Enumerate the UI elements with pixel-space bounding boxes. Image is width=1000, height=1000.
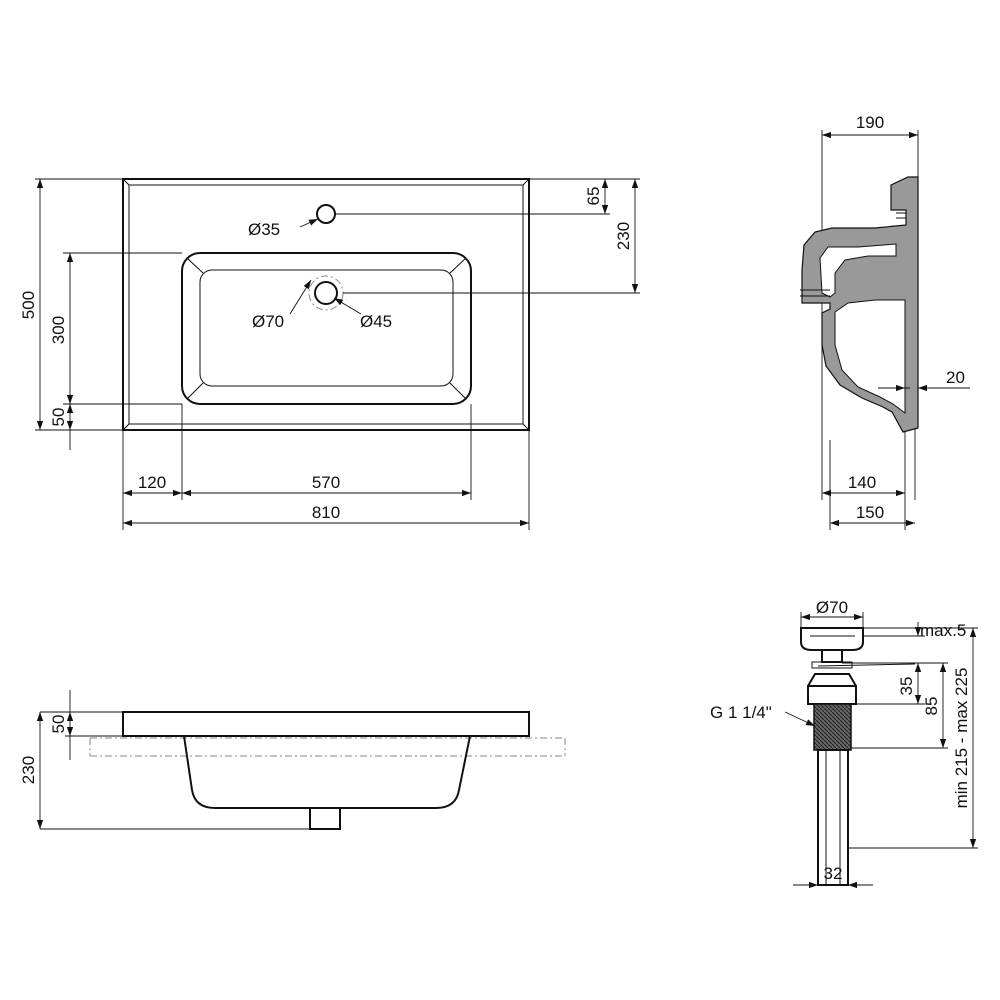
dim-20: 20 xyxy=(946,368,965,387)
dim-drain-outer-diameter: Ø70 xyxy=(252,312,284,331)
bowl-outline xyxy=(181,252,472,405)
basin-top-rim xyxy=(128,184,524,425)
dim-120: 120 xyxy=(138,473,166,492)
dim-pipe-diameter: 32 xyxy=(824,864,843,883)
dim-neck-height: 35 xyxy=(897,677,916,696)
dim-65: 65 xyxy=(584,187,603,206)
dim-front-230: 230 xyxy=(19,756,38,784)
bowl-inner xyxy=(199,269,454,387)
drain-hole xyxy=(314,281,338,305)
front-bowl xyxy=(183,735,471,809)
dim-thread-label: G 1 1/4" xyxy=(710,703,772,722)
drain-detail: Ø70 max.5 35 85 min 215 - max 225 G 1 1/… xyxy=(710,598,978,889)
side-section-bowl-inner xyxy=(834,299,906,414)
front-drain-stub xyxy=(309,807,341,830)
drain-thread xyxy=(813,703,852,751)
basin-outline xyxy=(122,178,530,431)
dim-300: 300 xyxy=(49,316,68,344)
dim-500: 500 xyxy=(19,291,38,319)
top-view: 500 300 50 65 230 120 570 810 Ø35 Ø70 Ø4… xyxy=(19,178,640,530)
dim-drain-inner-diameter: Ø45 xyxy=(360,312,392,331)
dim-150: 150 xyxy=(856,503,884,522)
dim-cap-diameter: Ø70 xyxy=(816,598,848,617)
front-counter xyxy=(122,711,530,737)
dim-230: 230 xyxy=(614,222,633,250)
drain-cap xyxy=(800,627,864,651)
dim-tap-diameter: Ø35 xyxy=(248,220,280,239)
dim-cap-max: max.5 xyxy=(920,621,966,640)
dim-570: 570 xyxy=(312,473,340,492)
front-view: 50 230 xyxy=(19,690,566,830)
drain-nut xyxy=(807,685,857,705)
tap-hole xyxy=(316,204,336,224)
dim-thread-height: 85 xyxy=(922,697,941,716)
side-view: 190 20 140 150 xyxy=(800,113,970,530)
dim-810: 810 xyxy=(312,503,340,522)
dim-50: 50 xyxy=(49,408,68,427)
dim-front-50: 50 xyxy=(49,715,68,734)
dim-190: 190 xyxy=(856,113,884,132)
dim-length-range: min 215 - max 225 xyxy=(952,668,971,809)
dim-140: 140 xyxy=(848,473,876,492)
drain-neck xyxy=(821,649,843,663)
